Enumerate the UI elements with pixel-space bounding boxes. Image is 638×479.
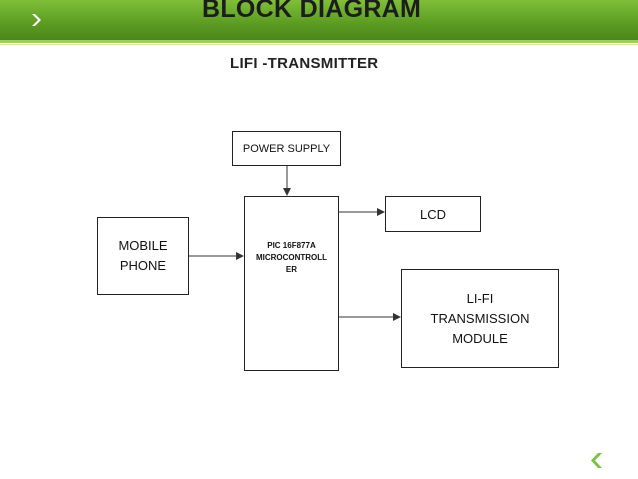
lcd-label: LCD — [419, 206, 446, 222]
microcontroller-label: PIC 16F877A MICROCONTROLL ER — [255, 241, 328, 274]
lcd-block: LCD — [385, 196, 481, 232]
lifi-module-label: LI-FI TRANSMISSION MODULE — [430, 290, 530, 346]
microcontroller-block: PIC 16F877A MICROCONTROLL ER — [244, 196, 339, 371]
mobile-phone-label: MOBILE PHONE — [118, 238, 168, 273]
chevron-right-icon — [32, 14, 41, 26]
power-supply-block: POWER SUPPLY — [232, 131, 341, 166]
header-banner — [0, 0, 638, 40]
header-accent-line — [0, 40, 638, 43]
lifi-module-block: LI-FI TRANSMISSION MODULE — [401, 269, 559, 368]
diagram-subtitle: LIFI -TRANSMITTER — [230, 55, 379, 72]
mobile-phone-block: MOBILE PHONE — [97, 217, 189, 295]
power-supply-label: POWER SUPPLY — [242, 142, 331, 155]
chevron-left-icon — [591, 453, 602, 468]
header-accent-line-thin — [0, 44, 638, 45]
slide-title: BLOCK DIAGRAM — [202, 0, 422, 23]
